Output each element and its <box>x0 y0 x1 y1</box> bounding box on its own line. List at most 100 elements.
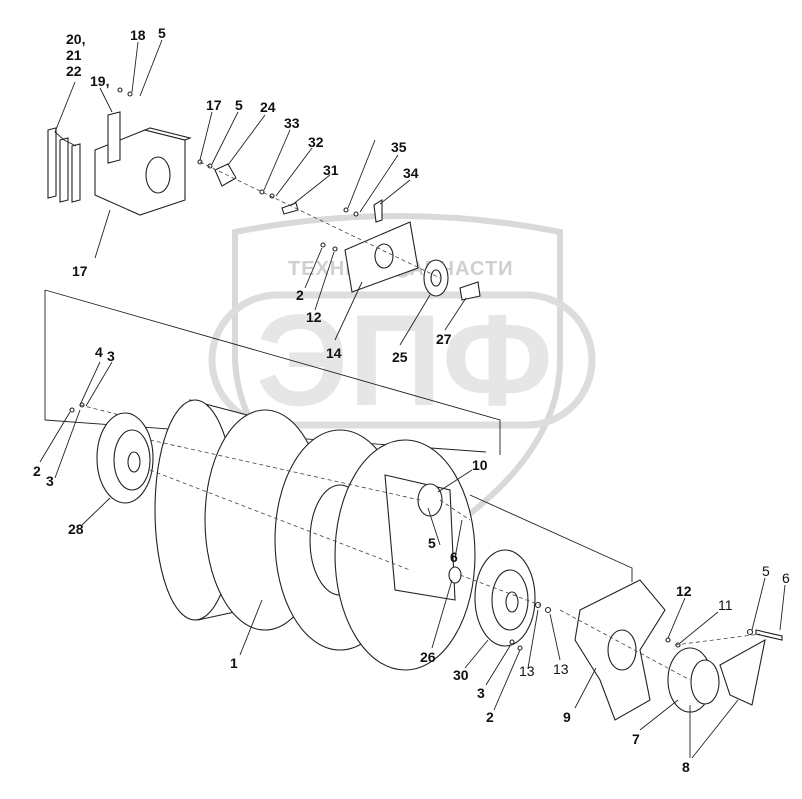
axis-bushing <box>439 499 471 521</box>
screw-12 <box>665 637 671 643</box>
callout-15: 14 <box>326 345 342 361</box>
plate-9-group <box>574 579 783 721</box>
leader-5-right <box>751 577 766 631</box>
gearbox-7-face <box>690 659 720 705</box>
ring-25 <box>448 566 462 584</box>
assembly-axes <box>79 161 761 681</box>
callout-24: 25 <box>392 349 408 365</box>
watermark-logo-text: ЭПФ <box>256 287 553 433</box>
leader-30 <box>291 174 331 206</box>
bracket-33 <box>373 199 383 223</box>
leader-34 <box>359 154 399 213</box>
callout-13-lower: 13 <box>553 661 569 677</box>
leader-2-upper <box>304 247 323 289</box>
callout-33: 34 <box>403 165 419 181</box>
leader-13-upper <box>314 251 335 311</box>
callout-5-right: 5 <box>762 563 770 579</box>
watermark-oval <box>208 291 596 429</box>
plate-15-hole <box>374 243 394 269</box>
callout-22: 24 <box>260 99 276 115</box>
outline-top-edge <box>44 289 501 455</box>
callout-19: 20, <box>66 31 85 47</box>
callout-5: 5 <box>235 97 243 113</box>
leader-13-lower <box>549 613 561 661</box>
callout-26: 27 <box>436 331 452 347</box>
leader-35 <box>347 139 376 209</box>
screw-2-left <box>69 407 75 413</box>
callout-8: 8 <box>682 759 690 775</box>
leader-10 <box>437 469 473 493</box>
screw-2-upper <box>320 242 326 248</box>
leader-32 <box>263 129 291 191</box>
callout-13-upper: 12 <box>306 309 322 325</box>
leader-28 <box>464 639 489 669</box>
callout-3-lower: 3 <box>477 685 485 701</box>
leader-3-left2 <box>54 409 81 479</box>
callout-2-upper: 2 <box>296 287 304 303</box>
callout-7: 7 <box>632 731 640 747</box>
hub-27-bore <box>127 451 141 473</box>
axis-main-lower <box>149 469 411 571</box>
callout-30: 31 <box>323 162 339 178</box>
drum-1 <box>154 399 476 671</box>
leader-16 <box>94 209 111 259</box>
leader-3-lower <box>485 645 511 686</box>
hub-27 <box>69 402 154 504</box>
leader-5 <box>211 111 239 165</box>
bushing-10 <box>417 483 443 517</box>
leader-1 <box>239 599 263 656</box>
bracket-top-flange <box>143 127 192 141</box>
leader-6-mid <box>454 519 463 559</box>
leader-2-left <box>39 411 71 463</box>
callout-10: 10 <box>472 457 488 473</box>
leader-24 <box>399 294 431 346</box>
plate-9-hole <box>607 629 637 671</box>
callout-32: 33 <box>284 115 300 131</box>
axis-right-bolt <box>674 633 761 646</box>
hub-28-bore <box>505 591 519 613</box>
callout-2-left: 2 <box>33 463 41 479</box>
hub-group-28 <box>417 483 552 651</box>
callout-3-left: 3 <box>46 473 54 489</box>
leader-17-top <box>131 41 139 93</box>
screw-2-lower <box>517 645 523 651</box>
callout-3-top-left: 3 <box>107 348 115 364</box>
upper-small-parts <box>117 87 383 223</box>
callout-9: 9 <box>563 709 571 725</box>
axis-gearbox <box>559 609 691 681</box>
leader-15 <box>334 281 363 341</box>
bracket-16 <box>47 111 192 216</box>
leader-6-right <box>779 584 786 631</box>
callout-16: 17 <box>72 263 88 279</box>
callout-11: 11 <box>718 597 733 613</box>
leader-17 <box>199 111 213 161</box>
callout-18: 19, <box>90 73 109 89</box>
callout-12: 12 <box>676 583 692 599</box>
bolt-6-right <box>755 629 783 641</box>
leader-4 <box>79 361 101 406</box>
callout-4: 4 <box>95 344 103 360</box>
axis-upper <box>199 161 441 279</box>
callout-2-lower: 2 <box>486 709 494 725</box>
callout-14: 13 <box>519 663 535 679</box>
callout-5-top: 5 <box>158 25 166 41</box>
callout-28: 30 <box>453 667 469 683</box>
leader-27 <box>81 497 111 526</box>
leader-7 <box>639 699 679 731</box>
nut-14 <box>534 601 542 609</box>
leader-11 <box>679 611 719 644</box>
washer-5-right <box>746 628 754 636</box>
shaft-26 <box>459 281 481 301</box>
callout-labels: 18 5 20, 21 22 19, 17 17 5 24 33 32 31 3… <box>33 25 790 775</box>
leader-18 <box>99 87 113 113</box>
callout-17-top: 18 <box>130 27 146 43</box>
leader-14 <box>527 609 539 669</box>
callout-31: 32 <box>308 134 324 150</box>
leader-2-lower <box>493 649 521 711</box>
leader-31 <box>275 147 313 197</box>
axis-hub-28 <box>459 574 541 606</box>
screw-32 <box>259 189 265 195</box>
leader-12 <box>667 597 686 639</box>
